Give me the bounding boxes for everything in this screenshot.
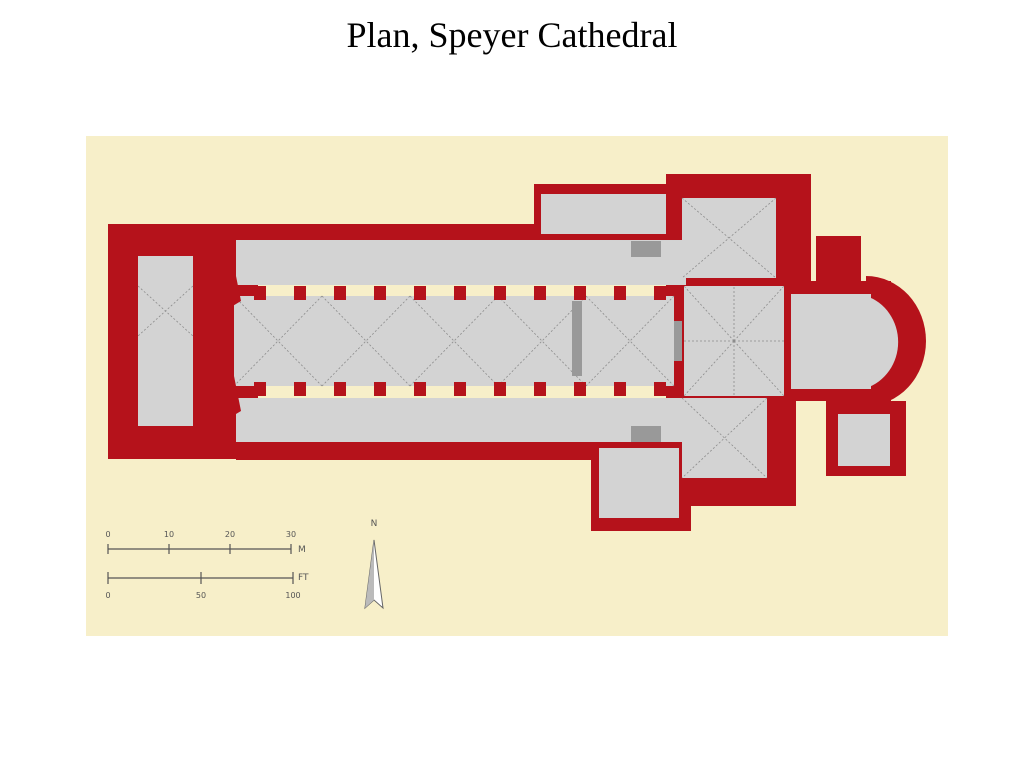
scale-bar-meters: 0 10 20 30 M xyxy=(105,530,305,555)
scale-meter-unit: M xyxy=(298,545,306,555)
scale-feet-unit: FT xyxy=(298,573,309,583)
scale-meter-tick-30: 30 xyxy=(286,530,296,539)
page-title: Plan, Speyer Cathedral xyxy=(346,15,678,55)
scale-meter-tick-10: 10 xyxy=(164,530,174,539)
plan-stairs xyxy=(572,241,682,442)
scale-bar-feet: 0 50 100 FT xyxy=(105,572,309,600)
scale-feet-tick-100: 100 xyxy=(285,591,300,600)
plan-piers xyxy=(196,266,666,426)
north-arrow-icon: N xyxy=(364,519,384,610)
north-label: N xyxy=(371,519,378,529)
scale-meter-tick-20: 20 xyxy=(225,530,235,539)
cathedral-plan-figure: 0 10 20 30 M 0 50 100 FT N xyxy=(86,136,948,636)
scale-feet-tick-50: 50 xyxy=(196,591,206,600)
floor-plan-drawing: 0 10 20 30 M 0 50 100 FT N xyxy=(105,174,926,610)
plan-vault-ribs xyxy=(137,197,785,479)
scale-meter-tick-0: 0 xyxy=(105,530,110,539)
scale-feet-tick-0: 0 xyxy=(105,591,110,600)
